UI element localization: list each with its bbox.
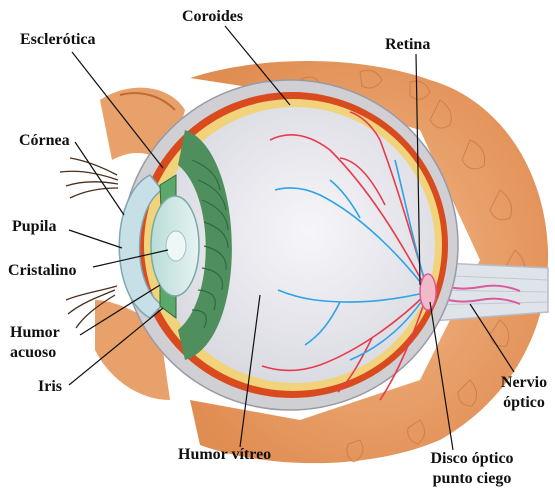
lens-nucleus [166, 231, 186, 261]
label-humor-acuoso-line2: acuoso [10, 344, 56, 362]
label-coroides: Coroides [182, 8, 243, 26]
label-cornea: Córnea [19, 132, 70, 150]
label-humor-acuoso-line1: Humor [10, 324, 60, 342]
label-retina: Retina [385, 36, 430, 54]
label-disco-optico-line2: punto ciego [412, 470, 532, 488]
label-iris: Iris [38, 378, 62, 396]
label-cristalino: Cristalino [8, 262, 76, 280]
label-pupila: Pupila [12, 218, 56, 236]
label-nervio-optico-line2: óptico [498, 394, 550, 412]
label-esclerotica: Esclerótica [20, 31, 96, 49]
label-disco-optico-line1: Disco óptico [412, 450, 532, 468]
optic-disc [420, 274, 436, 310]
label-humor-vitreo: Humor vítreo [178, 446, 271, 464]
label-nervio-optico-line1: Nervio [498, 374, 550, 392]
